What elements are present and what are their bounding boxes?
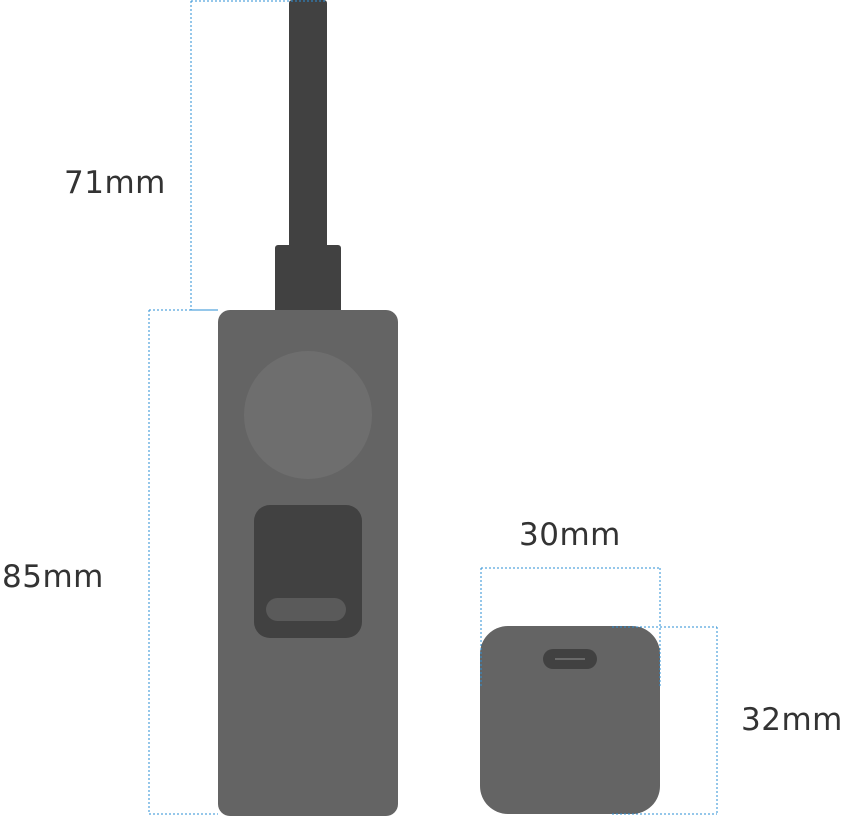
dimension-lines bbox=[148, 0, 718, 815]
cable-length-label: 71mm bbox=[64, 165, 166, 201]
adapter-width-label: 30mm bbox=[519, 517, 621, 553]
device-port-slot bbox=[266, 598, 346, 621]
cable-cord bbox=[289, 0, 327, 250]
body-height-label: 85mm bbox=[2, 559, 104, 595]
device-lens-circle bbox=[244, 351, 372, 479]
cable-connector bbox=[275, 245, 341, 315]
adapter-cube bbox=[480, 626, 660, 814]
adapter-height-label: 32mm bbox=[741, 702, 843, 738]
